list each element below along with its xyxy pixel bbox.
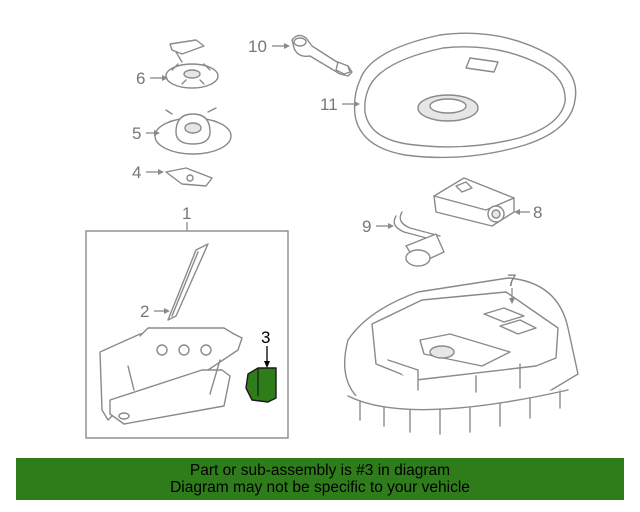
callout-5: 5	[132, 124, 141, 143]
callout-11: 11	[320, 95, 338, 114]
callout-3: 3	[261, 328, 270, 347]
callout-4: 4	[132, 163, 141, 182]
part-9-strap	[393, 211, 445, 267]
banner-line-2: Diagram may not be specific to your vehi…	[170, 479, 470, 496]
part-2-handle	[167, 243, 209, 321]
callout-8: 8	[533, 203, 542, 222]
callout-6: 6	[136, 69, 145, 88]
part-3-bracket-highlighted	[245, 367, 277, 403]
part-1-jack	[99, 327, 243, 425]
callout-7: 7	[507, 271, 516, 290]
parts-diagram: 10 11 6 5 4 1 2 3 8 9 7	[85, 32, 579, 439]
part-11-tray-cover	[353, 32, 577, 159]
part-4-clip	[165, 167, 213, 187]
callout-2: 2	[140, 302, 149, 321]
banner-line-1: Part or sub-assembly is #3 in diagram	[189, 462, 451, 479]
part-info-banner: Part or sub-assembly is #3 in diagram Di…	[16, 458, 624, 500]
callout-9: 9	[362, 217, 371, 236]
part-6-plate	[165, 39, 219, 89]
part-7-storage-tray	[343, 277, 579, 435]
part-5-jack-pad	[154, 107, 232, 155]
callout-10: 10	[248, 37, 267, 56]
part-10-wrench	[291, 34, 353, 77]
leaders	[146, 43, 530, 368]
callout-1: 1	[182, 204, 191, 223]
part-8-holder	[433, 177, 515, 227]
